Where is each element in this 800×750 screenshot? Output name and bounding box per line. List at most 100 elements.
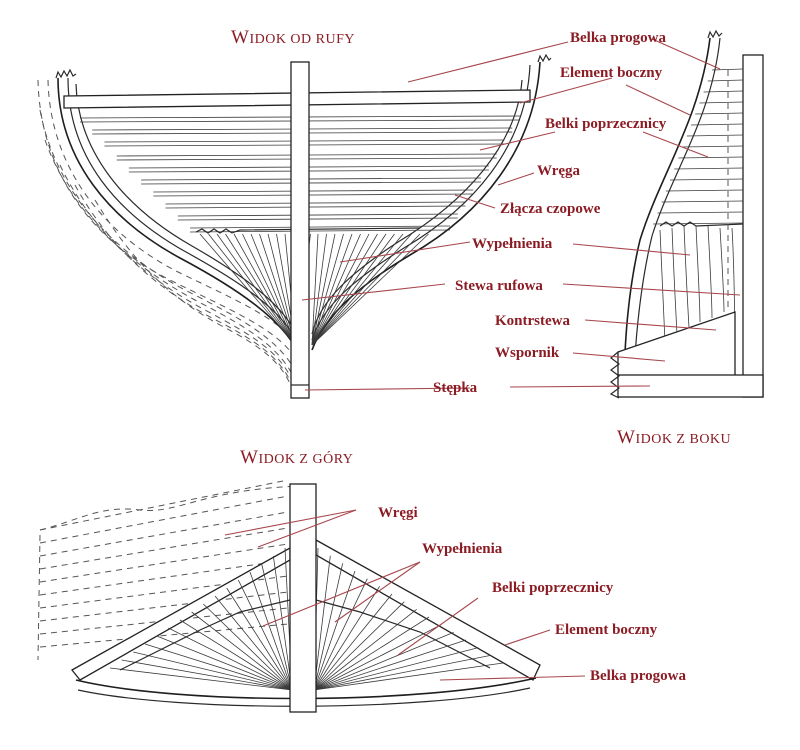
top-side-element-right [315, 538, 541, 681]
top-filler-right [313, 593, 393, 691]
leader-element-boczny-side [625, 84, 691, 116]
top-dashed-frame [39, 495, 289, 544]
leader-wrega [497, 172, 535, 186]
stern-filler-left [259, 233, 297, 346]
label-element-boczny-top: Element boczny [555, 622, 658, 638]
leader-belki-poprzecznicy-top [397, 597, 479, 656]
top-dashed-frame [39, 543, 289, 583]
leader-stepka-right [509, 385, 651, 388]
top-filler-left [133, 651, 293, 691]
leader-wypelnienia-left [339, 241, 471, 263]
stern-filler-right [311, 233, 327, 346]
top-filler-left [237, 579, 293, 691]
top-dashed-frame [39, 559, 289, 596]
side-beam [678, 156, 744, 159]
top-filler-left [121, 659, 293, 691]
leader-belka-progowa-side [651, 38, 721, 70]
top-dashed-outline [39, 485, 301, 531]
side-beam [690, 123, 744, 126]
leader-belki-poprzecznicy [479, 131, 556, 151]
leader-lines [224, 38, 741, 681]
top-filler-left [203, 603, 293, 691]
leader-belki-poprzecznicy-side [642, 131, 709, 158]
side-beam [686, 134, 744, 137]
leader-wregi-a [224, 509, 357, 536]
leader-belka-progowa [407, 41, 569, 83]
stern-filler-right [311, 233, 421, 346]
label-wspornik: Wspornik [495, 345, 560, 361]
top-filler-right [313, 609, 417, 691]
stern-view-drawing [37, 53, 552, 399]
label-wypelnienia: Wypełnienia [472, 236, 553, 252]
stern-beam-edge [189, 229, 451, 233]
side-beam [682, 145, 744, 148]
side-hull-curve [623, 37, 711, 381]
stern-beam-edge [141, 181, 482, 185]
stern-hull-outer-left [57, 77, 299, 353]
stern-dashed-planking [37, 79, 297, 396]
top-filler-left [156, 635, 293, 691]
top-dashed-frame [39, 591, 289, 622]
stern-tenon-joints [195, 227, 421, 234]
top-side-element-left [71, 546, 291, 681]
stern-filler-left [216, 233, 297, 346]
stern-filler-right [311, 233, 353, 346]
side-view-title: WIDOK Z BOKU [617, 427, 731, 448]
top-filler-right [313, 647, 479, 691]
top-filler-right [313, 639, 467, 691]
stern-filler-right [311, 233, 336, 346]
stern-filler-right [311, 233, 378, 346]
side-beam [657, 211, 744, 214]
top-filler-left [261, 563, 293, 691]
top-filler-left [272, 555, 293, 691]
stern-filler-right [311, 233, 404, 346]
top-filler-right [313, 654, 491, 691]
top-filler-right [313, 563, 344, 691]
stern-hull-outer-right [311, 61, 541, 351]
stern-filler-left [250, 233, 297, 346]
side-transverse-beams [653, 68, 744, 227]
stern-filler-right [311, 233, 395, 346]
top-dashed-frame [39, 479, 289, 531]
top-filler-left [179, 619, 293, 691]
leader-wypelnienia-top-a [262, 561, 421, 627]
stern-filler-right [311, 233, 412, 346]
leader-wypelnienia-top-b [334, 561, 421, 623]
leader-zlacza-czopowe [454, 194, 496, 209]
label-belki-poprzecznicy-top: Belki poprzecznicy [492, 580, 614, 596]
label-belki-poprzecznicy: Belki poprzecznicy [545, 116, 667, 132]
leader-element-boczny [519, 77, 613, 104]
label-wregi: Wręgi [378, 505, 418, 521]
top-dashed-frame [39, 623, 289, 648]
stern-view-title: WIDOK OD RUFY [231, 27, 355, 48]
top-filler-left [214, 595, 293, 691]
stern-filler-left [225, 233, 297, 346]
stern-filler-right [311, 233, 344, 346]
stern-beam [153, 189, 474, 193]
side-sternpost [742, 54, 764, 398]
top-filler-right [313, 601, 405, 691]
top-filler-right [313, 578, 368, 691]
top-dashed-frame [39, 527, 289, 570]
stern-sternpost [290, 61, 310, 399]
side-fillers [659, 225, 736, 381]
top-filler-left [249, 571, 293, 691]
side-view-drawing [609, 29, 764, 399]
label-zlacza-czopowe: Złącza czopowe [500, 201, 601, 217]
top-filler-right [313, 631, 454, 691]
stern-filler-left [233, 233, 297, 346]
label-stewa-rufowa: Stewa rufowa [455, 278, 543, 294]
stern-filler-right [311, 233, 361, 346]
label-kontrstewa: Kontrstewa [495, 313, 570, 329]
top-filler-left [168, 627, 293, 691]
stern-beam [177, 213, 458, 217]
stern-filler-right [311, 233, 387, 346]
side-beam [711, 68, 744, 71]
stern-beam-edge [165, 205, 466, 209]
stern-beam [189, 225, 451, 229]
top-filler-right [313, 555, 331, 691]
label-belka-progowa: Belka progowa [570, 30, 666, 46]
leader-wypelnienia-right [572, 243, 691, 256]
side-beam [699, 101, 744, 104]
